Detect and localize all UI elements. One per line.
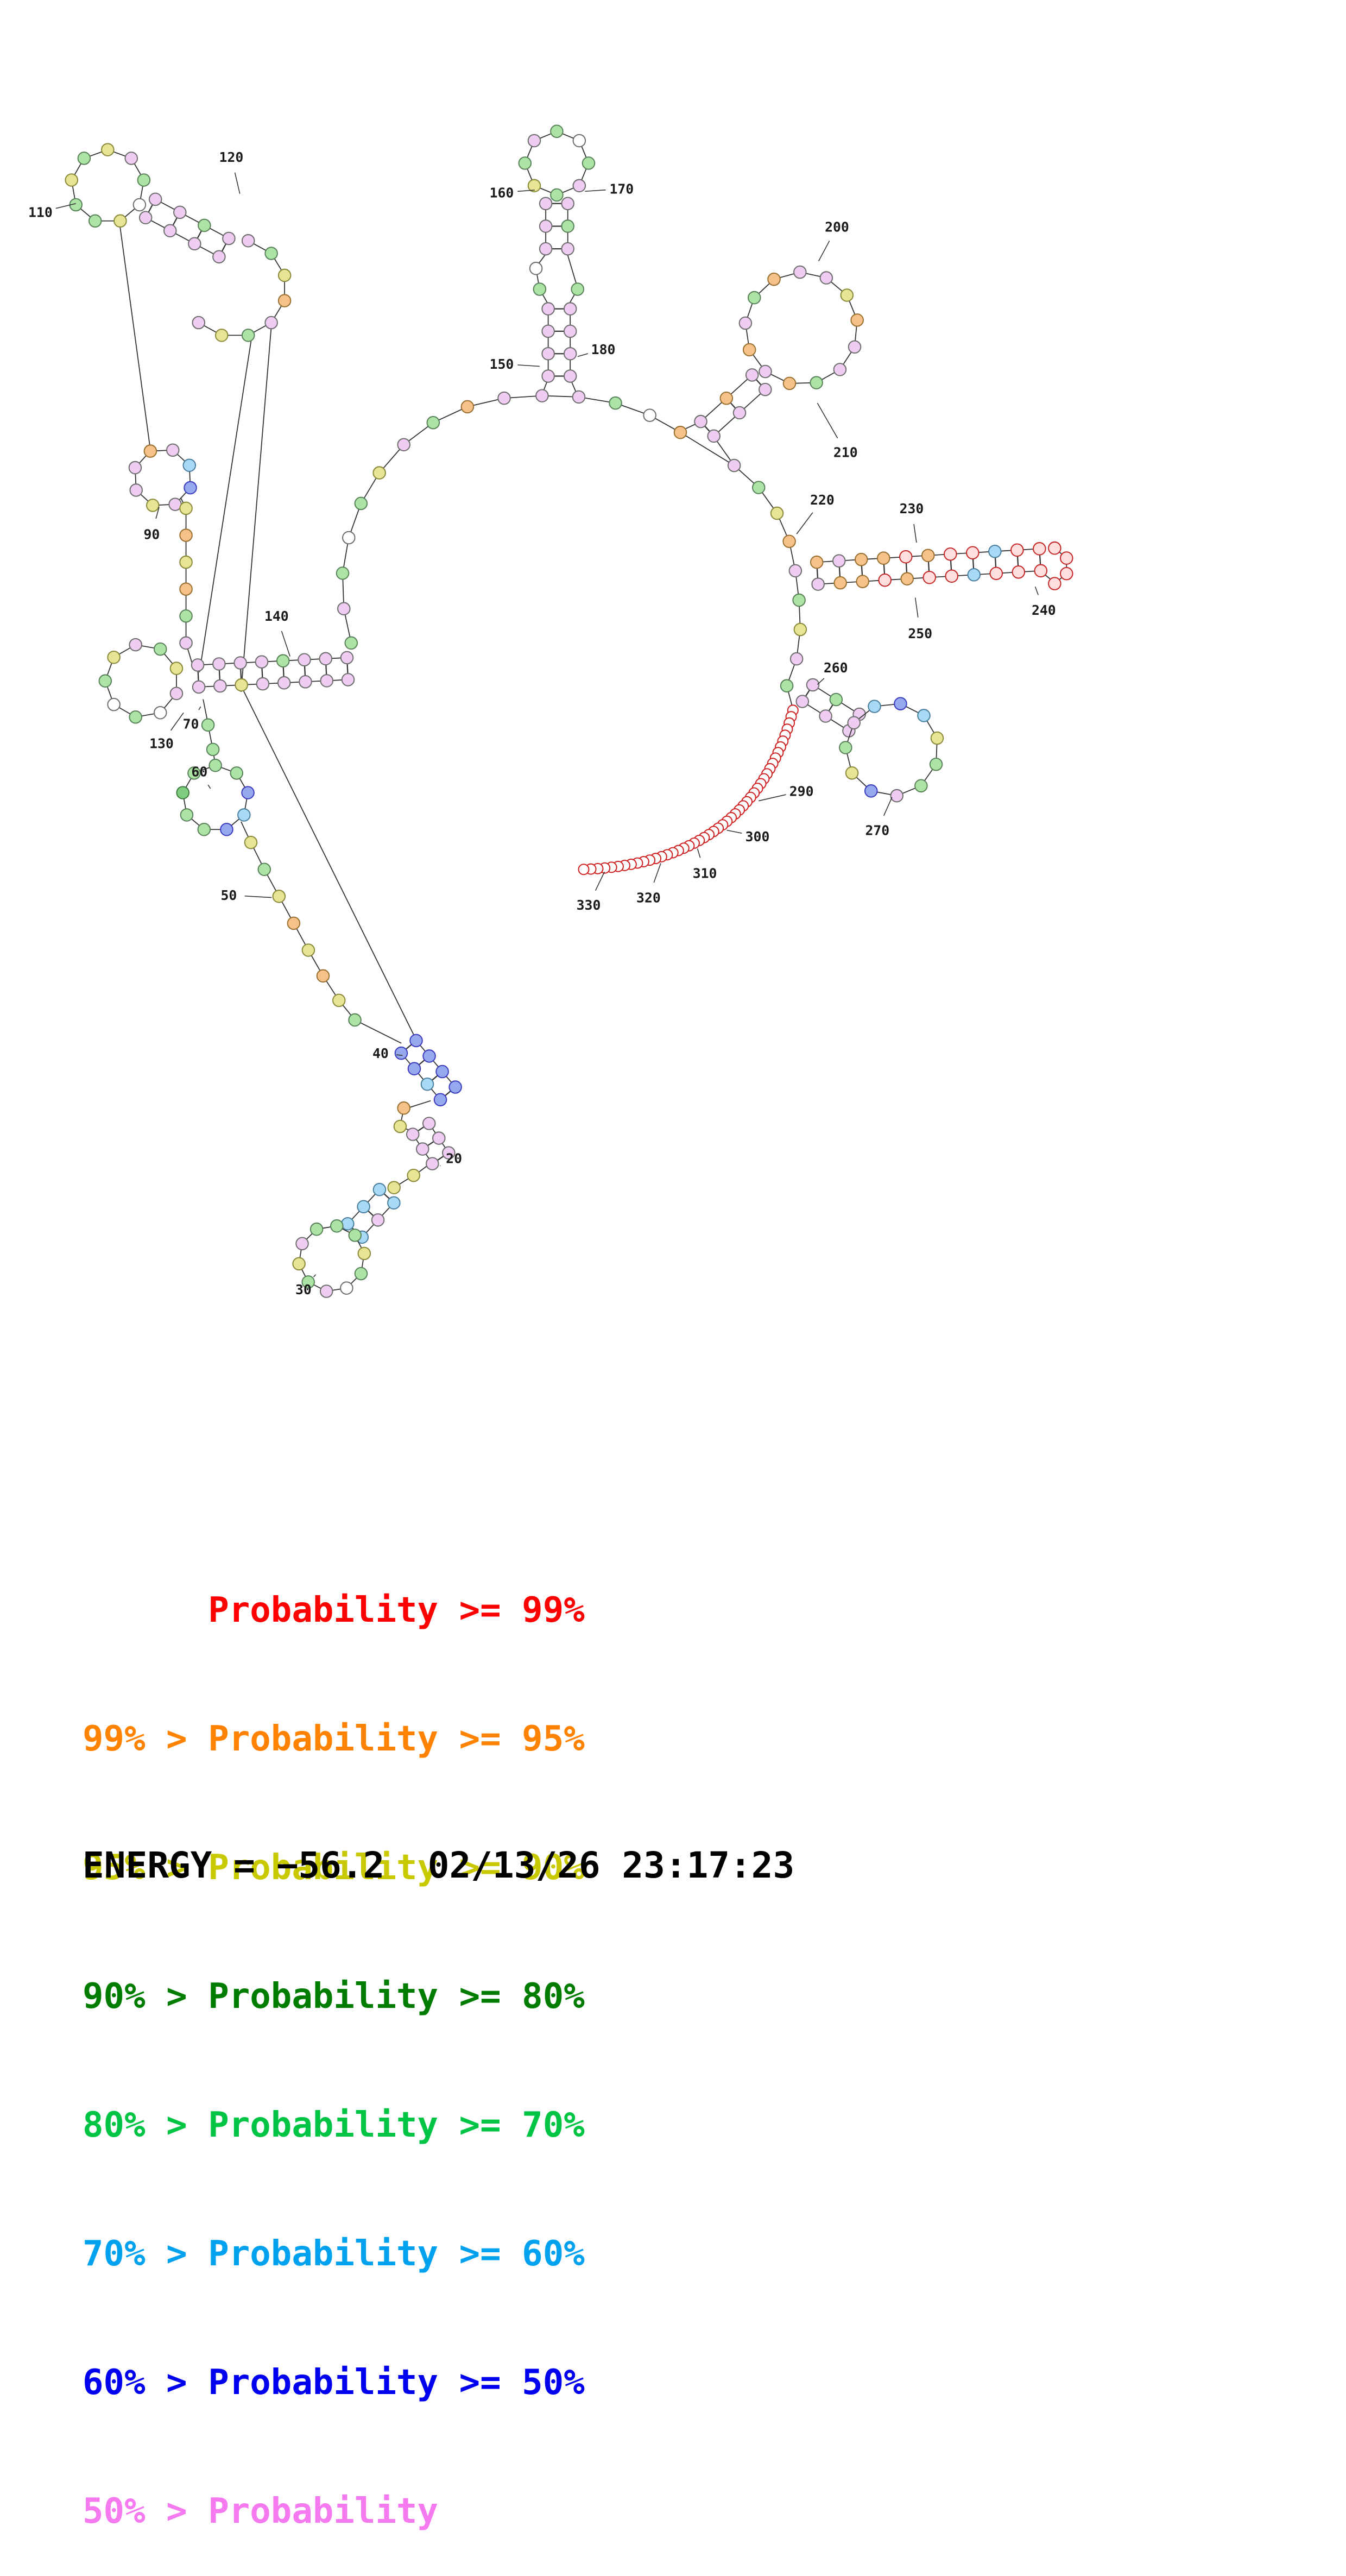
structure-graph: 110 120 90 140 130 70 60 50 40 20 30 150 160 170 180 20… <box>28 124 1073 1298</box>
position-label: 130 <box>149 736 174 752</box>
position-label: 50 <box>221 887 237 903</box>
legend-line-50: 60% > Probability >= 50% <box>83 2363 585 2403</box>
position-label: 320 <box>636 890 661 906</box>
position-label: 260 <box>824 660 848 676</box>
position-label: 310 <box>693 866 717 881</box>
position-label: 60 <box>191 764 207 779</box>
position-label: 70 <box>183 716 199 732</box>
position-label: 40 <box>372 1045 389 1061</box>
position-label: 110 <box>28 205 53 221</box>
position-label: 300 <box>745 829 770 845</box>
position-label: 170 <box>609 181 634 197</box>
legend-line-99: Probability >= 99% <box>83 1590 585 1630</box>
position-label: 220 <box>810 492 835 508</box>
structure-svg: 110 120 90 140 130 70 60 50 40 20 30 150 160 170 180 20… <box>28 124 1073 1298</box>
position-label: 240 <box>1032 602 1056 618</box>
position-label: 290 <box>789 784 814 799</box>
position-label: 20 <box>446 1151 462 1167</box>
position-label: 250 <box>908 626 932 641</box>
position-label: 140 <box>264 608 289 624</box>
position-label: 210 <box>833 444 858 460</box>
position-label: 200 <box>825 219 849 235</box>
position-label: 230 <box>900 501 924 517</box>
energy-line: ENERGY = −56.2 02/13/26 23:17:23 <box>83 1844 795 1886</box>
probability-legend: Probability >= 99% 99% > Probability >= … <box>83 1503 585 2576</box>
legend-line-80: 90% > Probability >= 80% <box>83 1976 585 2017</box>
position-label: 330 <box>577 897 601 913</box>
legend-line-95: 99% > Probability >= 95% <box>83 1719 585 1759</box>
position-label: 120 <box>219 149 244 165</box>
position-label: 160 <box>490 185 514 201</box>
legend-line-60: 70% > Probability >= 60% <box>83 2234 585 2274</box>
legend-line-70: 80% > Probability >= 70% <box>83 2105 585 2145</box>
legend-line-90: 95% > Probability >= 90% <box>83 1848 585 1888</box>
position-label: 90 <box>144 526 160 542</box>
position-label: 30 <box>295 1282 312 1298</box>
legend-line-below-50: 50% > Probability <box>83 2491 439 2531</box>
position-label: 180 <box>591 342 616 357</box>
position-label: 270 <box>865 823 889 839</box>
position-label: 150 <box>490 356 514 372</box>
